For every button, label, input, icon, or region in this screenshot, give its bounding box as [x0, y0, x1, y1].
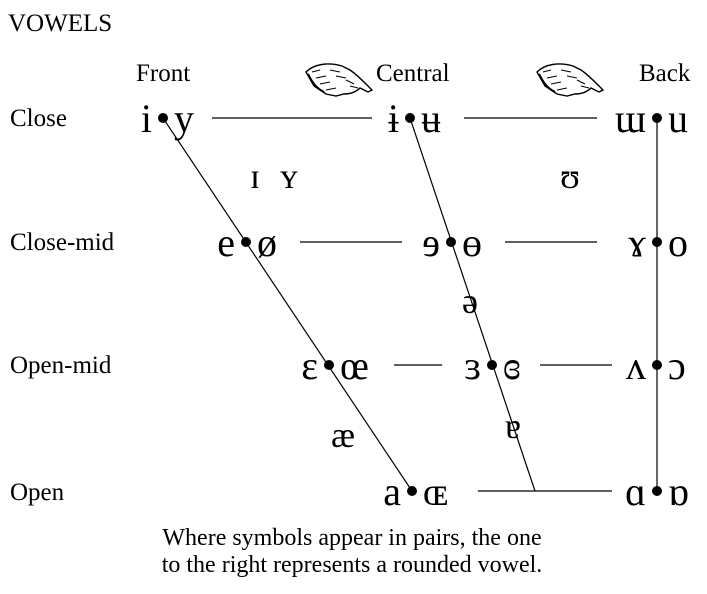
- vowel-open-front-rounded: ɶ: [423, 469, 448, 514]
- column-label-back: Back: [639, 60, 691, 87]
- dot-open-mid-front: [324, 360, 334, 370]
- vowel-close-back-rounded: u: [668, 96, 688, 141]
- dot-close-central: [405, 113, 415, 123]
- dot-close-back: [652, 113, 662, 123]
- dot-close-mid-back: [652, 237, 662, 247]
- vowel-open-mid-back-unrounded: ʌ: [626, 343, 646, 388]
- vowel-open-mid-front-unrounded: ɛ: [301, 343, 318, 388]
- vowel-open-back-unrounded: ɑ: [625, 469, 646, 514]
- vowel-near-close-front-unrounded: ɪ: [250, 156, 260, 196]
- row-label-open-mid: Open-mid: [10, 352, 112, 379]
- vowel-near-close-front-rounded: ʏ: [280, 156, 298, 196]
- dot-open-front: [407, 486, 417, 496]
- chart-title: VOWELS: [8, 10, 112, 37]
- vowel-close-front-unrounded: i: [141, 96, 152, 141]
- dot-close-mid-central: [446, 237, 456, 247]
- row-label-close: Close: [10, 105, 67, 132]
- vowel-close-mid-front-rounded: ø: [257, 220, 277, 265]
- vowel-close-mid-central-unrounded: ɘ: [422, 220, 440, 265]
- vowel-open-mid-central-rounded: ɞ: [503, 343, 521, 388]
- column-label-central: Central: [376, 60, 450, 87]
- vowel-open-mid-central-unrounded: ɜ: [464, 343, 481, 388]
- column-label-front: Front: [136, 60, 190, 87]
- chart-grid-lines: [162, 117, 658, 492]
- central-diagonal-line: [409, 117, 536, 492]
- row-label-open: Open: [10, 479, 65, 506]
- caption-line-2: to the right represents a rounded vowel.: [162, 552, 543, 578]
- dot-open-mid-central: [487, 360, 497, 370]
- vowel-close-mid-front-unrounded: e: [217, 220, 235, 265]
- vowel-close-mid-central-rounded: ɵ: [462, 220, 482, 265]
- front-diagonal-line: [162, 117, 413, 492]
- vowel-dots: [158, 113, 662, 496]
- vowel-open-mid-back-rounded: ɔ: [668, 343, 686, 388]
- vowel-close-central-rounded: ʉ: [421, 96, 441, 141]
- dot-open-back: [652, 486, 662, 496]
- vowel-close-mid-back-unrounded: ɤ: [628, 220, 646, 265]
- vowel-mid-central: ə: [462, 281, 478, 321]
- dot-open-mid-back: [652, 360, 662, 370]
- vowel-close-mid-back-rounded: o: [668, 220, 688, 265]
- pointing-hand-icon: [536, 63, 605, 97]
- vowel-near-open-front: æ: [331, 415, 355, 455]
- vowel-open-back-rounded: ɒ: [668, 469, 689, 514]
- row-label-close-mid: Close-mid: [10, 229, 115, 256]
- dot-close-front: [158, 113, 168, 123]
- pointing-hand-icon: [305, 63, 374, 97]
- caption-line-1: Where symbols appear in pairs, the one: [162, 525, 541, 551]
- vowel-close-back-unrounded: ɯ: [615, 96, 646, 141]
- vowel-open-front-unrounded: a: [383, 469, 401, 514]
- dot-close-mid-front: [241, 237, 251, 247]
- vowel-close-central-unrounded: ɨ: [388, 96, 399, 141]
- vowel-close-front-rounded: y: [174, 96, 194, 141]
- vowel-near-close-back-rounded: ʊ: [560, 156, 580, 196]
- vowel-near-open-central: ɐ: [505, 406, 521, 446]
- vowel-open-mid-front-rounded: œ: [340, 343, 369, 388]
